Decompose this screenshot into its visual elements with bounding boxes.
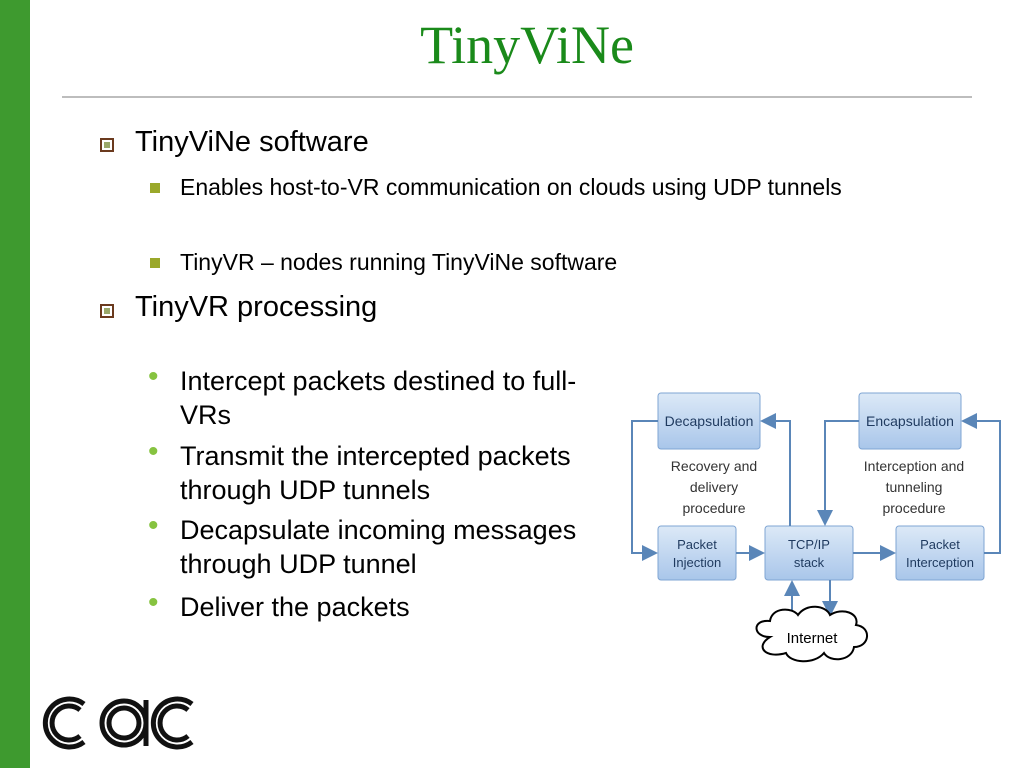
tinyvr-diagram: Decapsulation Encapsulation Packet Injec… bbox=[631, 392, 1001, 663]
svg-text:Decapsulation: Decapsulation bbox=[665, 413, 754, 429]
cac-logo bbox=[42, 696, 194, 750]
svg-text:Injection: Injection bbox=[673, 555, 721, 570]
svg-text:delivery: delivery bbox=[690, 479, 738, 495]
svg-text:Interception: Interception bbox=[906, 555, 974, 570]
sidebar-accent bbox=[0, 0, 30, 768]
item-transmit: Transmit the intercepted packets through… bbox=[180, 441, 571, 505]
arrow-encap-to-tcpip bbox=[817, 420, 859, 526]
sub-bullet-icon bbox=[150, 258, 160, 268]
bullet-tinyvr-processing: TinyVR processing bbox=[135, 291, 378, 323]
tcpip-stack-box: TCP/IP stack bbox=[764, 525, 854, 581]
sub-bullet-tinyvr-nodes: TinyVR – nodes running TinyViNe software bbox=[180, 249, 618, 275]
item-decapsulate: Decapsulate incoming messages through UD… bbox=[180, 515, 577, 579]
recovery-procedure-label: Recovery and delivery procedure bbox=[671, 458, 757, 516]
item-intercept: Intercept packets destined to full-VRs bbox=[180, 366, 577, 430]
svg-text:Packet: Packet bbox=[677, 537, 717, 552]
packet-injection-box: Packet Injection bbox=[657, 525, 737, 581]
dot-bullet-icon: • bbox=[148, 586, 159, 619]
svg-text:tunneling: tunneling bbox=[886, 479, 943, 495]
arrow-decap-to-injection bbox=[631, 420, 658, 561]
title-divider bbox=[62, 96, 972, 98]
item-deliver: Deliver the packets bbox=[180, 592, 410, 622]
bullet-tinyvine-software: TinyViNe software bbox=[135, 126, 369, 158]
bullet-square-icon bbox=[100, 304, 114, 318]
svg-text:Interception and: Interception and bbox=[864, 458, 964, 474]
sub-bullet-enables: Enables host-to-VR communication on clou… bbox=[180, 174, 842, 200]
svg-text:procedure: procedure bbox=[882, 500, 945, 516]
svg-text:Internet: Internet bbox=[787, 630, 839, 647]
encapsulation-box: Encapsulation bbox=[858, 392, 962, 450]
internet-cloud: Internet bbox=[755, 605, 868, 663]
bullet-square-icon bbox=[100, 138, 114, 152]
svg-text:Recovery and: Recovery and bbox=[671, 458, 757, 474]
decapsulation-box: Decapsulation bbox=[657, 392, 761, 450]
interception-procedure-label: Interception and tunneling procedure bbox=[864, 458, 964, 516]
svg-text:stack: stack bbox=[794, 555, 825, 570]
packet-interception-box: Packet Interception bbox=[895, 525, 985, 581]
sub-bullet-icon bbox=[150, 183, 160, 193]
svg-text:procedure: procedure bbox=[682, 500, 745, 516]
dot-bullet-icon: • bbox=[148, 360, 159, 393]
arrow-interception-to-encap bbox=[961, 413, 1001, 554]
dot-bullet-icon: • bbox=[148, 509, 159, 542]
slide-title: TinyViNe bbox=[420, 15, 634, 75]
svg-text:TCP/IP: TCP/IP bbox=[788, 537, 830, 552]
dot-bullet-icon: • bbox=[148, 435, 159, 468]
arrow-tcpip-to-decap bbox=[760, 413, 791, 526]
svg-text:Encapsulation: Encapsulation bbox=[866, 413, 954, 429]
svg-text:Packet: Packet bbox=[920, 537, 960, 552]
